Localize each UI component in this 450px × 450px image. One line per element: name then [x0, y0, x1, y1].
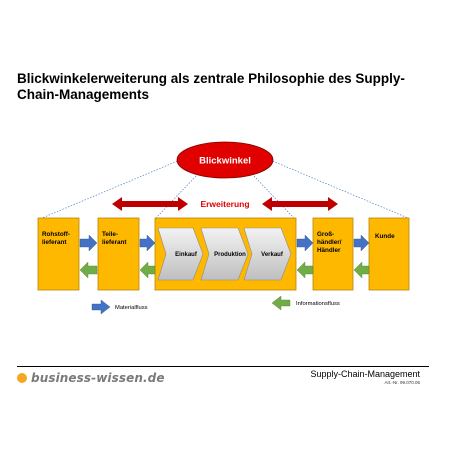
label-line: Groß- [317, 231, 334, 238]
stage-label-raw-material-supplier: Rohstoff-lieferant [42, 231, 70, 246]
stage-label-wholesaler-retailer: Groß-händler/Händler [317, 231, 342, 254]
stage-label-parts-supplier: Teile-lieferant [102, 231, 127, 246]
label-line: lieferant [42, 239, 67, 246]
label-line: Händler [317, 247, 341, 254]
perspective-label: Blickwinkel [199, 156, 251, 167]
label-line: Teile- [102, 231, 118, 238]
stage-box-parts-supplier [97, 217, 140, 291]
label-line: Kunde [375, 233, 395, 240]
legend-material-label: Materialfluss [115, 305, 148, 311]
label-line: Rohstoff- [42, 231, 70, 238]
stage-box-raw-material-supplier [37, 217, 80, 291]
brand-name: business-wissen.de [31, 371, 165, 385]
label-line: händler/ [317, 239, 342, 246]
legend-information-label: Informationsfluss [296, 301, 340, 307]
step-label-sales: Verkauf [261, 252, 284, 258]
chevron-purchasing [157, 227, 204, 281]
company-process-chevrons [157, 227, 292, 281]
footer-divider [17, 366, 429, 367]
legend-material-arrow-icon [91, 299, 111, 315]
chevron-sales [243, 227, 292, 281]
extension-arrow-right [262, 197, 338, 211]
brand-dot-icon [17, 373, 27, 383]
stage-box-wholesaler-retailer [312, 217, 354, 291]
legend-information-arrow-icon [271, 295, 291, 311]
slide-title: Blickwinkelerweiterung als zentrale Phil… [17, 71, 405, 102]
extension-arrow-left [112, 197, 188, 211]
stage-label-customer: Kunde [375, 233, 395, 240]
legend-information-flow: Informationsfluss [271, 295, 340, 311]
step-label-purchasing: Einkauf [175, 252, 198, 258]
chevron-production [200, 227, 249, 281]
brand-logo[interactable]: business-wissen.de [17, 370, 165, 386]
stage-box-customer [368, 217, 410, 291]
extension-label: Erweiterung [200, 199, 249, 209]
material-flow-arrows [79, 234, 370, 252]
perspective-lines [41, 159, 409, 219]
legend-material-flow: Materialfluss [91, 299, 148, 315]
label-line: lieferant [102, 239, 127, 246]
step-label-production: Produktion [214, 252, 246, 258]
perspective-ellipse: Blickwinkel [176, 141, 274, 179]
footer-doc-title: Supply-Chain-Management [310, 369, 420, 379]
information-flow-arrows [79, 261, 370, 279]
footer-article-number: Art.-Nr. 99.070.05 [384, 380, 420, 385]
